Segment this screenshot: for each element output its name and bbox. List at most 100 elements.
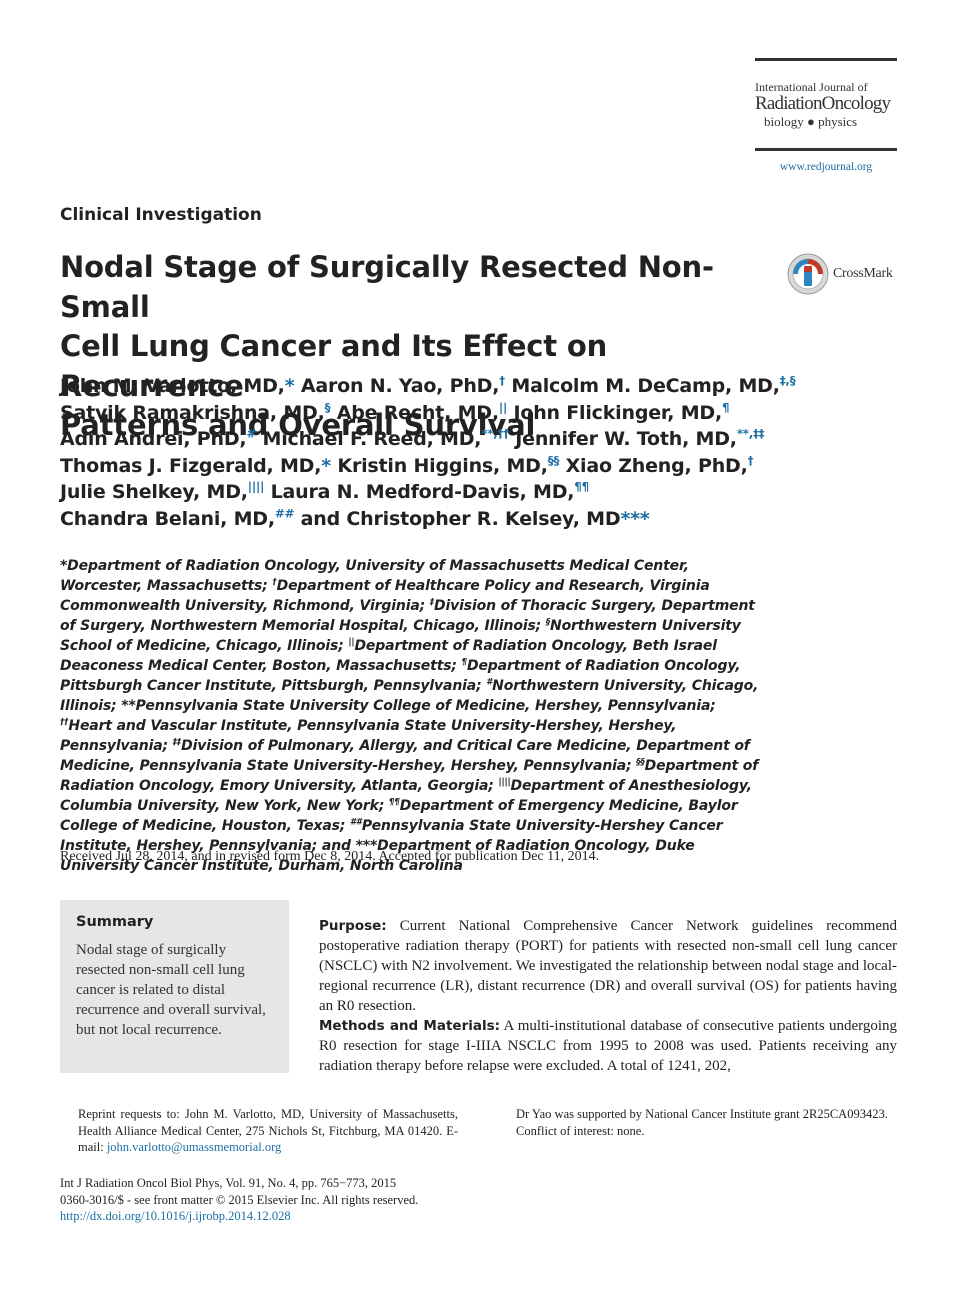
received-dates: Received Jul 28, 2014, and in revised fo… [60,849,600,864]
reprint-paragraph: Reprint requests to: John M. Varlotto, M… [60,1106,458,1156]
issn-copyright: 0360-3016/$ - see front matter © 2015 El… [60,1192,419,1207]
reprint-text: Reprint requests to: John M. Varlotto, M… [78,1107,458,1154]
author-name: and Christopher R. Kelsey, MD [294,507,621,530]
email-link[interactable]: john.varlotto@umassmemorial.org [106,1140,282,1154]
author-affiliation-mark[interactable]: ¶ [722,400,730,415]
abstract-purpose-text: Current National Comprehensive Cancer Ne… [319,918,897,1014]
author-affiliation-mark[interactable]: |||| [247,479,265,494]
journal-citation: Int J Radiation Oncol Biol Phys, Vol. 91… [60,1176,397,1190]
author-name: Malcolm M. DeCamp, MD, [504,375,780,397]
author-line: Satvik Ramakrishna, MD,§ Abe Recht, MD,|… [60,400,820,427]
affiliation-mark: †† [60,717,69,728]
article-title: Nodal Stage of Surgically Resected Non-S… [60,248,750,446]
affiliations: *Department of Radiation Oncology, Unive… [60,556,760,876]
affiliation-text: Heart and Vascular Institute, Pennsylvan… [60,718,677,754]
crossmark-label: CrossMark [833,266,893,281]
affiliation-mark: ‡ [429,597,435,608]
author-line: John M. Varlotto, MD,* Aaron N. Yao, PhD… [60,373,820,400]
author-name: Julie Shelkey, MD, [60,481,248,503]
journal-name: International Journal of RadiationOncolo… [755,80,897,130]
author-name: Laura N. Medford-Davis, MD, [264,481,575,503]
affiliation-mark: § [545,617,551,628]
title-line: Patterns and Overall Survival [60,408,536,442]
author-affiliation-mark[interactable]: † [747,453,754,468]
crossmark-icon [787,253,829,295]
author-affiliation-mark[interactable]: §§ [547,453,560,468]
author-name: Adin Andrei, PhD, [60,428,247,450]
funding-notes: Dr Yao was supported by National Cancer … [498,1106,896,1139]
conflict-text: Conflict of interest: none. [516,1123,645,1138]
affiliation-mark: || [348,637,355,648]
affiliation-text: Department of Emergency Medicine, Baylor… [60,798,738,834]
author-affiliation-mark[interactable]: **,‡‡ [736,426,765,441]
author-name: John M. Varlotto, MD, [60,375,285,397]
affiliation-text: Department of Radiation Oncology, Pittsb… [60,658,741,694]
crossmark-button[interactable]: CrossMark [787,253,907,297]
author-name: Michael F. Reed, MD, [256,428,482,450]
author-name: Jennifer W. Toth, MD, [508,428,737,450]
affiliation-mark: ‡‡ [172,737,182,748]
abstract-purpose-label: Purpose: [319,918,387,934]
journal-name-line2: RadiationOncology [755,93,891,114]
journal-name-line1: International Journal of [755,80,868,94]
author-affiliation-mark[interactable]: § [324,400,331,415]
reprint-requests: Reprint requests to: John M. Varlotto, M… [60,1106,458,1156]
affiliation-mark: # [486,677,493,688]
abstract-methods: Methods and Materials: A multi-instituti… [319,1016,897,1076]
author-line: Thomas J. Fizgerald, MD,* Kristin Higgin… [60,453,820,480]
journal-name-line3: biology ● physics [764,114,858,129]
author-affiliation-mark[interactable]: *** [620,507,650,530]
affiliation-text: Northwestern University School of Medici… [60,618,741,654]
journal-url-link[interactable]: www.redjournal.org [779,161,873,173]
author-line: Adin Andrei, PhD,# Michael F. Reed, MD,*… [60,426,820,453]
abstract-methods-text: A multi-institutional database of consec… [319,1018,897,1074]
journal-rule-top [755,58,897,61]
citation-block: Int J Radiation Oncol Biol Phys, Vol. 91… [60,1175,480,1225]
author-name: Xiao Zheng, PhD, [559,454,748,477]
author-affiliation-mark[interactable]: * [321,454,332,477]
title-line: Cell Lung Cancer and Its Effect on Recur… [60,329,608,403]
affiliation-mark: ## [350,817,362,828]
affiliation-mark: † [272,577,277,588]
author-name: Chandra Belani, MD, [60,507,275,530]
affiliation-text: Northwestern University, Chicago, Illino… [60,678,759,714]
summary-body: Nodal stage of surgically resected non-s… [76,942,266,1038]
author-line: Julie Shelkey, MD,|||| Laura N. Medford-… [60,479,820,506]
author-affiliation-mark[interactable]: ## [274,506,295,521]
author-name: Satvik Ramakrishna, MD, [60,401,325,424]
author-list: John M. Varlotto, MD,* Aaron N. Yao, PhD… [60,373,820,532]
author-affiliation-mark[interactable]: || [498,400,508,415]
affiliation-text: Department of Anesthesiology, Columbia U… [60,778,752,814]
affiliation-text: Pennsylvania State University-Hershey Ca… [60,818,723,874]
affiliation-text: Department of Radiation Oncology, Emory … [60,758,759,794]
author-affiliation-mark[interactable]: ¶¶ [574,479,589,494]
abstract: Purpose: Current National Comprehensive … [319,916,897,1076]
author-name: Thomas J. Fizgerald, MD, [60,454,322,477]
abstract-methods-label: Methods and Materials: [319,1018,501,1034]
abstract-purpose: Purpose: Current National Comprehensive … [319,916,897,1016]
section-label: Clinical Investigation [60,205,262,225]
affiliation-text: Department of Healthcare Policy and Rese… [60,578,710,614]
author-affiliation-mark[interactable]: ‡,§ [779,373,796,388]
author-affiliation-mark[interactable]: # [246,426,257,441]
affiliation-text: Division of Thoracic Surgery, Department… [60,598,755,634]
author-affiliation-mark[interactable]: * [284,375,295,397]
affiliation-text: *Department of Radiation Oncology, Unive… [60,558,689,594]
title-line: Nodal Stage of Surgically Resected Non-S… [60,250,714,324]
author-name: Aaron N. Yao, PhD, [294,375,500,397]
affiliation-mark: |||| [498,777,511,788]
affiliation-mark: ¶ [461,657,468,668]
author-affiliation-mark[interactable]: † [499,373,505,388]
affiliation-text: Department of Radiation Oncology, Beth I… [60,638,717,674]
author-name: John Flickinger, MD, [507,401,723,424]
author-affiliation-mark[interactable]: **,†† [481,426,509,441]
funding-text: Dr Yao was supported by National Cancer … [516,1107,888,1121]
affiliation-mark: §§ [636,757,645,768]
summary-box: Summary Nodal stage of surgically resect… [60,900,289,1073]
author-name: Abe Recht, MD, [330,401,499,424]
affiliation-mark: ¶¶ [389,797,400,808]
affiliation-text: Division of Pulmonary, Allergy, and Crit… [60,738,750,774]
doi-link[interactable]: http://dx.doi.org/10.1016/j.ijrobp.2014.… [60,1209,291,1223]
author-line: Chandra Belani, MD,## and Christopher R.… [60,506,820,533]
author-name: Kristin Higgins, MD, [331,454,548,477]
